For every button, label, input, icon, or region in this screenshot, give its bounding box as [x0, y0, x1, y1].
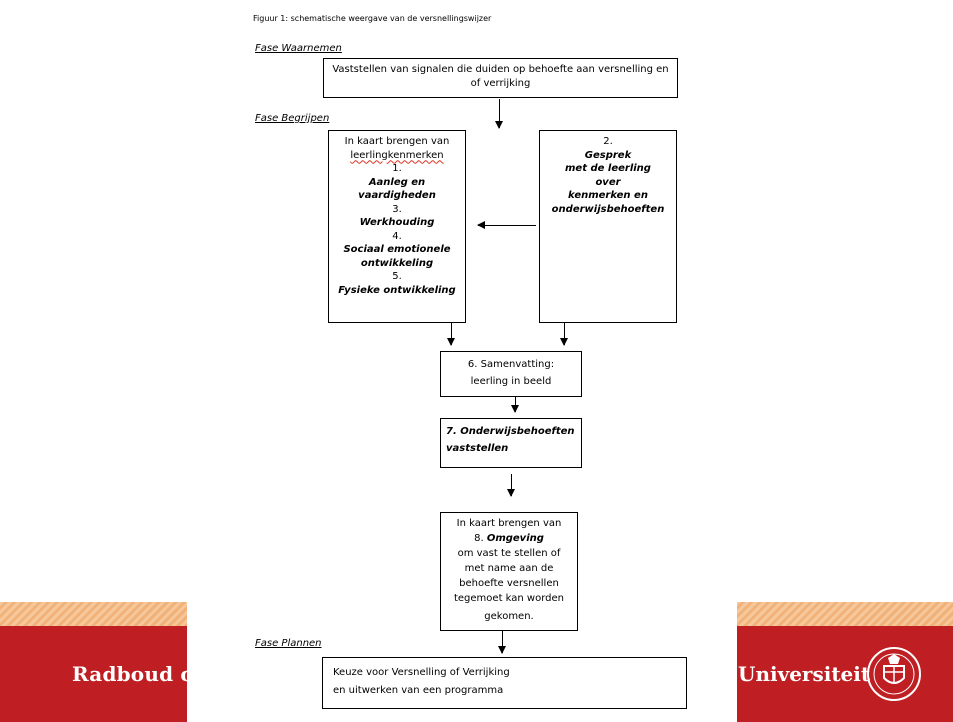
- kenmerken-num-5: 5.: [392, 271, 402, 282]
- omgeving-word: Omgeving: [486, 533, 544, 544]
- kenmerken-title: leerlingkenmerken: [350, 149, 444, 161]
- gesprek-box: 2. Gesprek met de leerling over kenmerke…: [539, 130, 677, 323]
- kenmerken-num-1: 1.: [392, 163, 402, 174]
- orange-stripe-right: [737, 602, 953, 626]
- samenvatting-subtitle: leerling in beeld: [470, 376, 552, 387]
- arrow-down-icon: [511, 397, 519, 413]
- gesprek-over: over: [595, 176, 621, 188]
- gesprek-met-leerling: met de leerling: [565, 163, 651, 174]
- gesprek-title: Gesprek: [584, 149, 632, 161]
- kenmerken-sociaal: Sociaal emotionele: [343, 244, 451, 255]
- red-band-right: [737, 626, 953, 722]
- arrow-down-icon: [560, 323, 568, 346]
- keuze-line-2: en uitwerken van een programma: [333, 685, 504, 696]
- omgeving-line-5: behoefte versnellen: [459, 578, 559, 589]
- gesprek-num-2: 2.: [603, 136, 613, 147]
- omgeving-intro: In kaart brengen van: [456, 518, 562, 529]
- onderwijsbehoeften-vaststellen: vaststellen: [446, 443, 509, 454]
- samenvatting-box: 6. Samenvatting: leerling in beeld: [440, 351, 582, 397]
- red-band-left: [0, 626, 187, 722]
- figure-caption: Figuur 1: schematische weergave van de v…: [253, 14, 492, 23]
- omgeving-num: 8.: [474, 533, 487, 544]
- document-page: [187, 0, 737, 722]
- arrow-left-icon: [477, 221, 536, 229]
- keuze-line-1: Keuze voor Versnelling of Verrijking: [333, 667, 510, 678]
- arrow-down-icon: [507, 474, 515, 497]
- onderwijsbehoeften-box: 7. Onderwijsbehoeften vaststellen: [440, 418, 582, 468]
- phase-begrijpen-label: Fase Begrijpen: [255, 113, 330, 124]
- brand-name-right: Universiteit: [738, 662, 871, 686]
- samenvatting-title: 6. Samenvatting:: [467, 359, 555, 370]
- gesprek-kenmerken: kenmerken en: [568, 190, 648, 201]
- omgeving-title: 8. Omgeving: [441, 531, 577, 546]
- phase-waarnemen-label: Fase Waarnemen: [255, 43, 342, 54]
- signals-line-1: Vaststellen van signalen die duiden op b…: [332, 64, 669, 75]
- omgeving-line-4: met name aan de: [464, 563, 554, 574]
- kenmerken-werkhouding: Werkhouding: [359, 217, 435, 228]
- kenmerken-num-3: 3.: [392, 203, 402, 215]
- omgeving-line-7: gekomen.: [484, 611, 534, 622]
- kenmerken-fysiek: Fysieke ontwikkeling: [338, 284, 456, 296]
- kenmerken-aanleg: Aanleg en: [368, 176, 426, 188]
- kenmerken-intro: In kaart brengen van: [344, 136, 450, 147]
- arrow-down-icon: [447, 323, 455, 346]
- signals-line-2: of verrijking: [470, 77, 531, 89]
- university-seal-icon: [867, 647, 921, 701]
- arrow-down-icon: [498, 631, 506, 654]
- gesprek-onderwijsbehoeften: onderwijsbehoeften: [551, 203, 665, 215]
- brand-name-left: Radboud c: [72, 662, 193, 686]
- phase-plannen-label: Fase Plannen: [255, 638, 322, 649]
- arrow-down-icon: [495, 99, 503, 129]
- omgeving-box: In kaart brengen van 8. Omgeving om vast…: [440, 512, 578, 631]
- kenmerken-ontwikkeling: ontwikkeling: [360, 257, 434, 269]
- kenmerken-vaardigheden: vaardigheden: [358, 190, 436, 201]
- kenmerken-box: In kaart brengen van leerlingkenmerken 1…: [328, 130, 466, 323]
- keuze-box: Keuze voor Versnelling of Verrijking en …: [322, 657, 687, 709]
- omgeving-line-3: om vast te stellen of: [457, 548, 561, 559]
- signals-box: Vaststellen van signalen die duiden op b…: [323, 58, 678, 98]
- kenmerken-num-4: 4.: [392, 230, 402, 242]
- omgeving-line-6: tegemoet kan worden: [453, 593, 564, 604]
- onderwijsbehoeften-title: 7. Onderwijsbehoeften: [446, 426, 575, 437]
- orange-stripe-left: [0, 602, 187, 626]
